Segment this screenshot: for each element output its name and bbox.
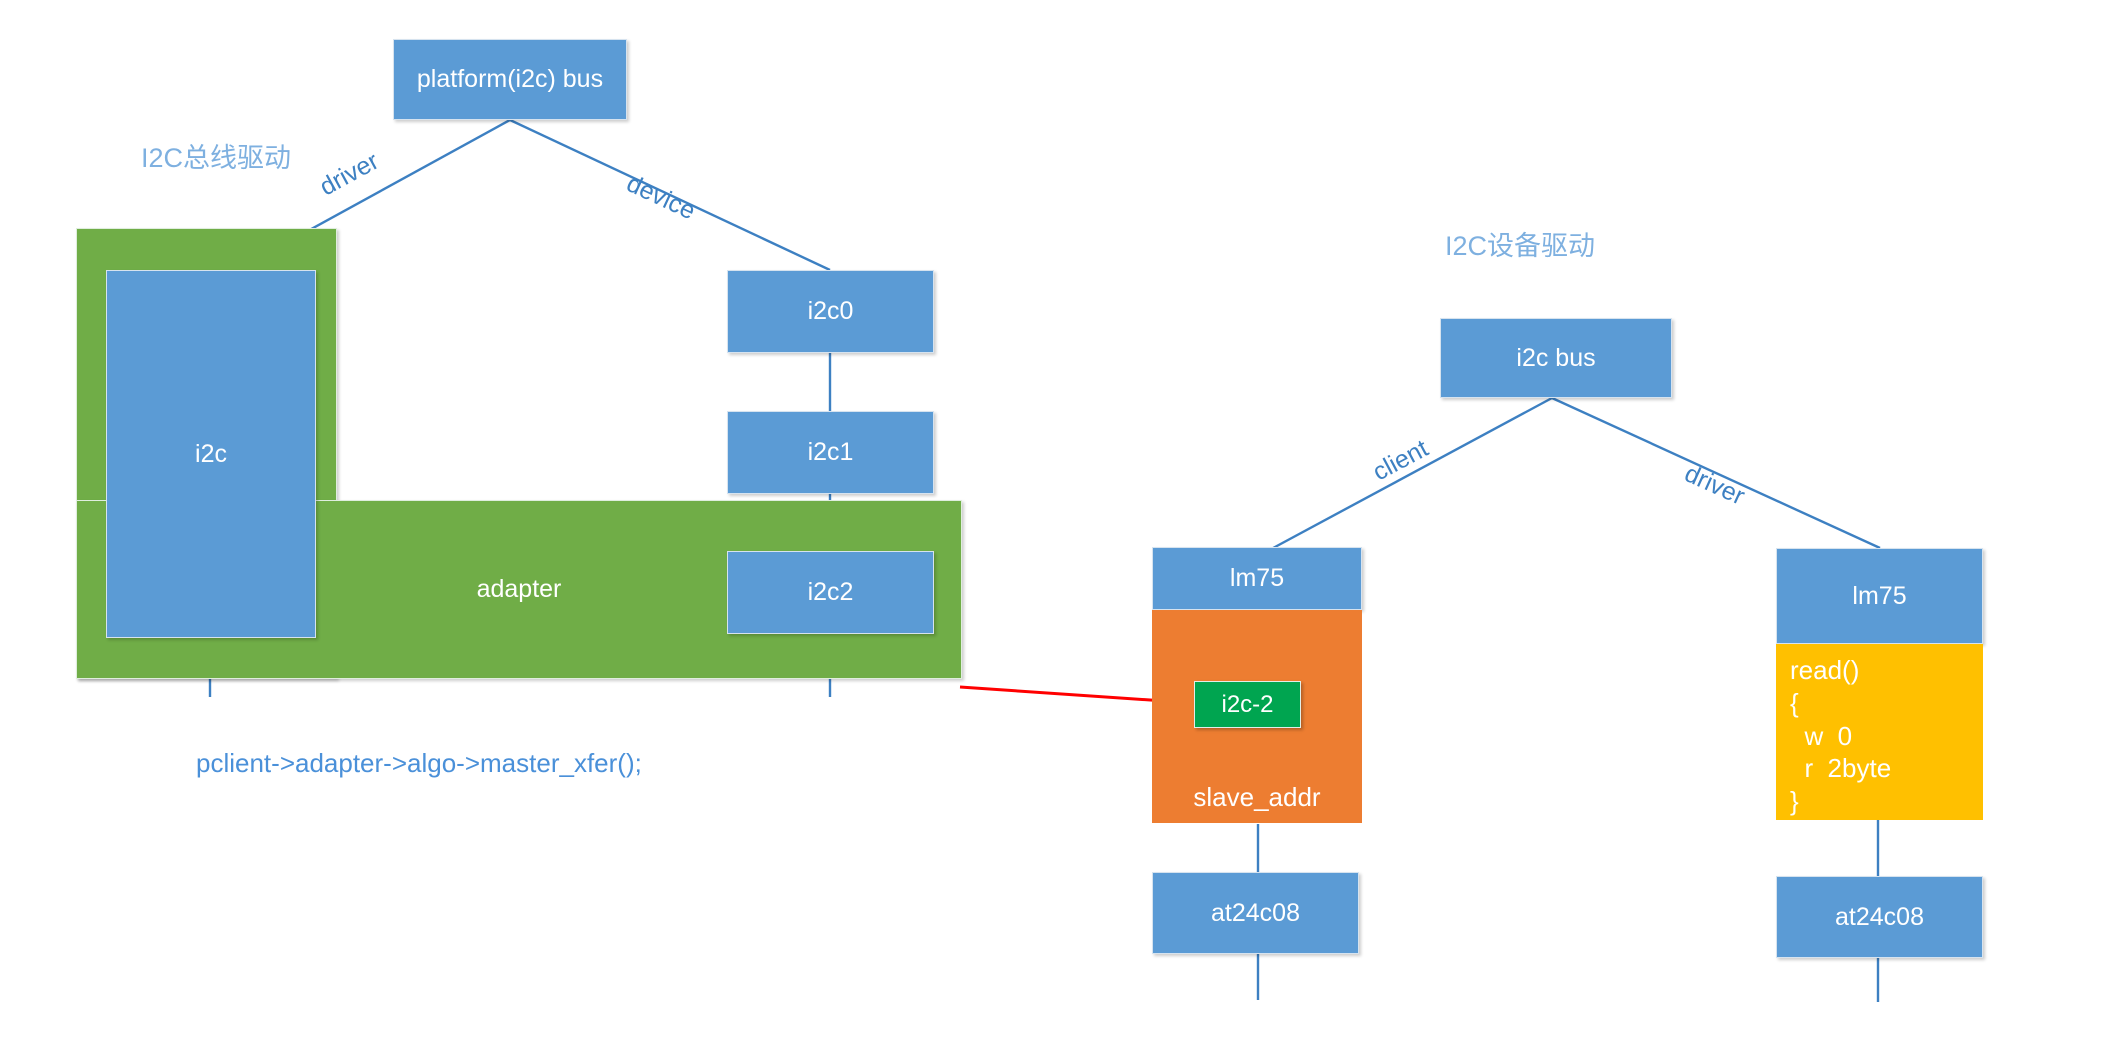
node-i2c-driver-label: i2c <box>195 439 227 468</box>
node-i2c-2-binding-label: i2c-2 <box>1221 690 1274 718</box>
node-i2c0[interactable]: i2c0 <box>727 270 934 353</box>
adapter-label: adapter <box>476 575 562 603</box>
call-chain-annotation: pclient->adapter->algo->master_xfer(); <box>196 748 642 778</box>
node-lm75-client-header[interactable]: lm75 <box>1152 547 1362 610</box>
section-title-left: I2C总线驱动 <box>141 143 292 173</box>
node-at24c08-right-label: at24c08 <box>1835 902 1924 931</box>
node-i2c0-label: i2c0 <box>807 297 854 325</box>
node-i2c2-label: i2c2 <box>807 578 854 606</box>
node-lm75-driver-header[interactable]: lm75 <box>1776 548 1983 644</box>
node-i2c1[interactable]: i2c1 <box>727 411 934 494</box>
node-i2c-2-binding[interactable]: i2c-2 <box>1194 681 1301 728</box>
node-i2c2[interactable]: i2c2 <box>727 551 934 634</box>
node-i2c-bus-label: i2c bus <box>1516 343 1596 372</box>
node-at24c08-left[interactable]: at24c08 <box>1152 872 1359 954</box>
node-i2c-driver[interactable]: i2c <box>106 270 316 638</box>
edge-i2cbus-to-lm75-client <box>1261 396 1553 556</box>
node-i2c-bus[interactable]: i2c bus <box>1440 318 1672 398</box>
node-lm75-client-label: lm75 <box>1229 564 1285 592</box>
node-lm75-driver-label: lm75 <box>1852 581 1907 610</box>
section-title-right: I2C设备驱动 <box>1445 231 1596 261</box>
node-i2c1-label: i2c1 <box>807 438 854 466</box>
node-at24c08-left-label: at24c08 <box>1211 898 1300 927</box>
read-function-code: read() { w 0 r 2byte } <box>1790 655 1892 816</box>
node-lm75-driver-body: read() { w 0 r 2byte } <box>1776 644 1983 820</box>
node-at24c08-right[interactable]: at24c08 <box>1776 876 1983 958</box>
node-platform-bus[interactable]: platform(i2c) bus <box>393 39 627 120</box>
edge-platform-to-i2c0 <box>509 118 831 272</box>
edge-i2cbus-to-lm75-driver <box>1551 396 1881 550</box>
node-platform-bus-label: platform(i2c) bus <box>416 65 604 93</box>
slave-addr-label: slave_addr <box>1193 782 1321 812</box>
